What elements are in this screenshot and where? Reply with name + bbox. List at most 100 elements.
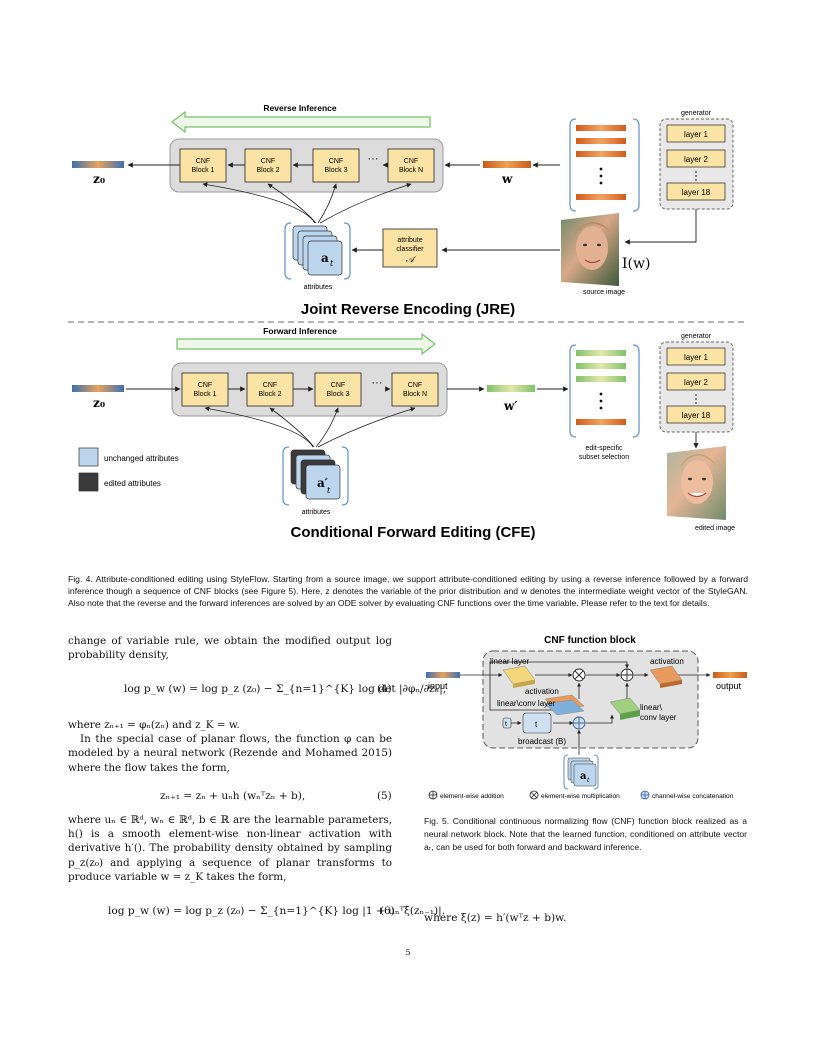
fig5-output-vector [713, 672, 747, 678]
svg-text:CNF: CNF [329, 158, 343, 165]
fig5-multiply-op [572, 668, 586, 682]
paragraph-learnable-params: where uₙ ∈ ℝᵈ, wₙ ∈ ℝᵈ, b ∈ ℝ are the le… [68, 814, 392, 883]
legend-edited-label: edited attributes [104, 479, 161, 488]
fig5-linearconv-right-1: linear\ [640, 703, 663, 712]
figure-4: Reverse Inference CNF Block 1 CNF Block … [68, 103, 748, 541]
classifier-line-1: attribute [397, 237, 422, 244]
cnf-block-1-l1: CNF [196, 158, 210, 165]
at-prime-label-cfe: a′ [317, 476, 328, 490]
Iw-label: I(w) [622, 256, 650, 272]
xi-definition: where ξ(z) = h′(wᵀz + b)w. [424, 912, 567, 924]
fig5-linear-layer-block [502, 665, 536, 688]
svg-text:Block 1: Block 1 [194, 391, 217, 398]
page-number: 5 [405, 948, 411, 957]
svg-text:Block N: Block N [403, 391, 427, 398]
figure-5-caption: Fig. 5. Conditional continuous normalizi… [424, 816, 747, 852]
fig5-linearconv-right-block [609, 697, 641, 720]
fig5-title: CNF function block [544, 635, 636, 646]
w-prime-vector [487, 385, 535, 392]
attr-to-blocks-jre [202, 182, 412, 224]
paragraph-where-z: where zₙ₊₁ = φₙ(zₙ) and z_K = w. In the … [68, 719, 392, 774]
svg-text:Block 2: Block 2 [257, 167, 280, 174]
figure-5: CNF function block input output linear l… [426, 635, 747, 800]
fig5-legend: element-wise addition element-wise multi… [428, 790, 734, 800]
svg-text:CNF: CNF [198, 382, 212, 389]
reverse-inference-label: Reverse Inference [263, 103, 337, 113]
legend-mult: element-wise multiplication [541, 793, 620, 800]
forward-inference-label: Forward Inference [263, 326, 337, 336]
z0-vector-jre [72, 161, 124, 168]
svg-text:Block 2: Block 2 [259, 391, 282, 398]
gen-layer-1-jre: layer 1 [684, 130, 709, 139]
at-prime-sub-cfe: t [327, 486, 331, 495]
gen-layer-1-cfe: layer 1 [684, 353, 709, 362]
equation-5-number: (5) [377, 790, 392, 802]
svg-text:t: t [535, 720, 538, 729]
equation-4-number: (4) [377, 683, 392, 695]
forward-inference-arrow [176, 332, 436, 356]
edited-image-label: edited image [695, 525, 735, 532]
svg-text:CNF: CNF [263, 382, 277, 389]
svg-text:t: t [587, 777, 590, 784]
fig5-add-op [620, 668, 634, 682]
gen-layer-18-cfe: layer 18 [682, 411, 711, 420]
fig5-broadcast-label: broadcast (B) [518, 737, 566, 746]
fig5-activation-block-top [649, 665, 683, 688]
legend-add: element-wise addition [440, 793, 504, 800]
paragraph-planar-flows: In the special case of planar flows, the… [68, 733, 392, 774]
cnf-blocks-jre: CNF Block 1 CNF Block 2 CNF Block 3 CNF … [179, 148, 435, 183]
svg-text:Block 3: Block 3 [327, 391, 350, 398]
cfe-title: Conditional Forward Editing (CFE) [291, 524, 536, 541]
svg-text:···: ··· [372, 377, 383, 389]
at-sub-jre: t [330, 259, 334, 268]
fig5-activation-conv-stack [544, 694, 585, 716]
w-label: w [501, 172, 513, 186]
equation-6-number: (6) [380, 905, 395, 917]
svg-text:Block N: Block N [399, 167, 423, 174]
paragraph-change-of-variable: change of variable rule, we obtain the m… [68, 634, 392, 662]
fig5-input-label: input [428, 681, 448, 691]
generator-label-cfe: generator [681, 333, 712, 340]
edit-specific-line-1: edit-specific [586, 445, 623, 452]
svg-text:t: t [505, 721, 507, 728]
source-image [561, 213, 619, 286]
w-stack-cfe [569, 344, 640, 438]
attribute-classifier-box [382, 228, 438, 268]
cnf-block-1-l2: Block 1 [192, 167, 215, 174]
jre-title: Joint Reverse Encoding (JRE) [301, 301, 515, 318]
fig5-linearconv-mid-label: linear\conv layer [497, 699, 556, 708]
fig5-output-label: output [716, 681, 742, 691]
svg-text:···: ··· [368, 153, 379, 165]
equation-6: log p_w (w) = log p_z (z₀) − Σ_{n=1}^{K}… [108, 905, 446, 917]
attr-to-blocks-cfe [204, 406, 416, 448]
svg-text:CNF: CNF [404, 158, 418, 165]
reverse-inference-arrow [171, 110, 431, 134]
fig5-linear-layer-label: linear layer [490, 657, 529, 666]
cnf-blocks-cfe: CNF Block 1 CNF Block 2 CNF Block 3 CNF … [181, 372, 439, 407]
cnf-container-jre [169, 138, 444, 193]
legend-unchanged-label: unchanged attributes [104, 454, 179, 463]
fig5-t-input [502, 717, 512, 729]
fig5-activation-mid-label: activation [525, 687, 559, 696]
edit-specific-line-2: subset selection [579, 454, 629, 461]
z0-label-cfe: z₀ [93, 396, 105, 410]
svg-text:Block 3: Block 3 [325, 167, 348, 174]
svg-text:CNF: CNF [331, 382, 345, 389]
fig5-broadcast-block [522, 712, 552, 734]
equation-5: zₙ₊₁ = zₙ + uₙh (wₙᵀzₙ + b), [160, 790, 306, 802]
w-vector [483, 161, 531, 168]
z0-vector-cfe [72, 385, 124, 392]
edited-image [667, 446, 726, 520]
legend-concat: channel-wise concatenation [652, 793, 734, 800]
w-prime-label: w′ [503, 399, 518, 413]
equation-4: log p_w (w) = log p_z (z₀) − Σ_{n=1}^{K}… [124, 683, 447, 695]
gen-layer-2-cfe: layer 2 [684, 378, 709, 387]
fig5-attribute-stack: a t [563, 754, 599, 790]
p1: change of variable rule, we obtain the m… [68, 635, 392, 662]
figure-4-caption: Fig. 4. Attribute-conditioned editing us… [68, 574, 748, 609]
fig5-input-vector [426, 672, 460, 678]
attribute-stack-cfe: a′ t [282, 446, 349, 506]
source-image-label: source image [583, 289, 625, 296]
legend-unchanged-swatch [78, 447, 99, 467]
attribute-stack-jre: a t [284, 222, 351, 280]
